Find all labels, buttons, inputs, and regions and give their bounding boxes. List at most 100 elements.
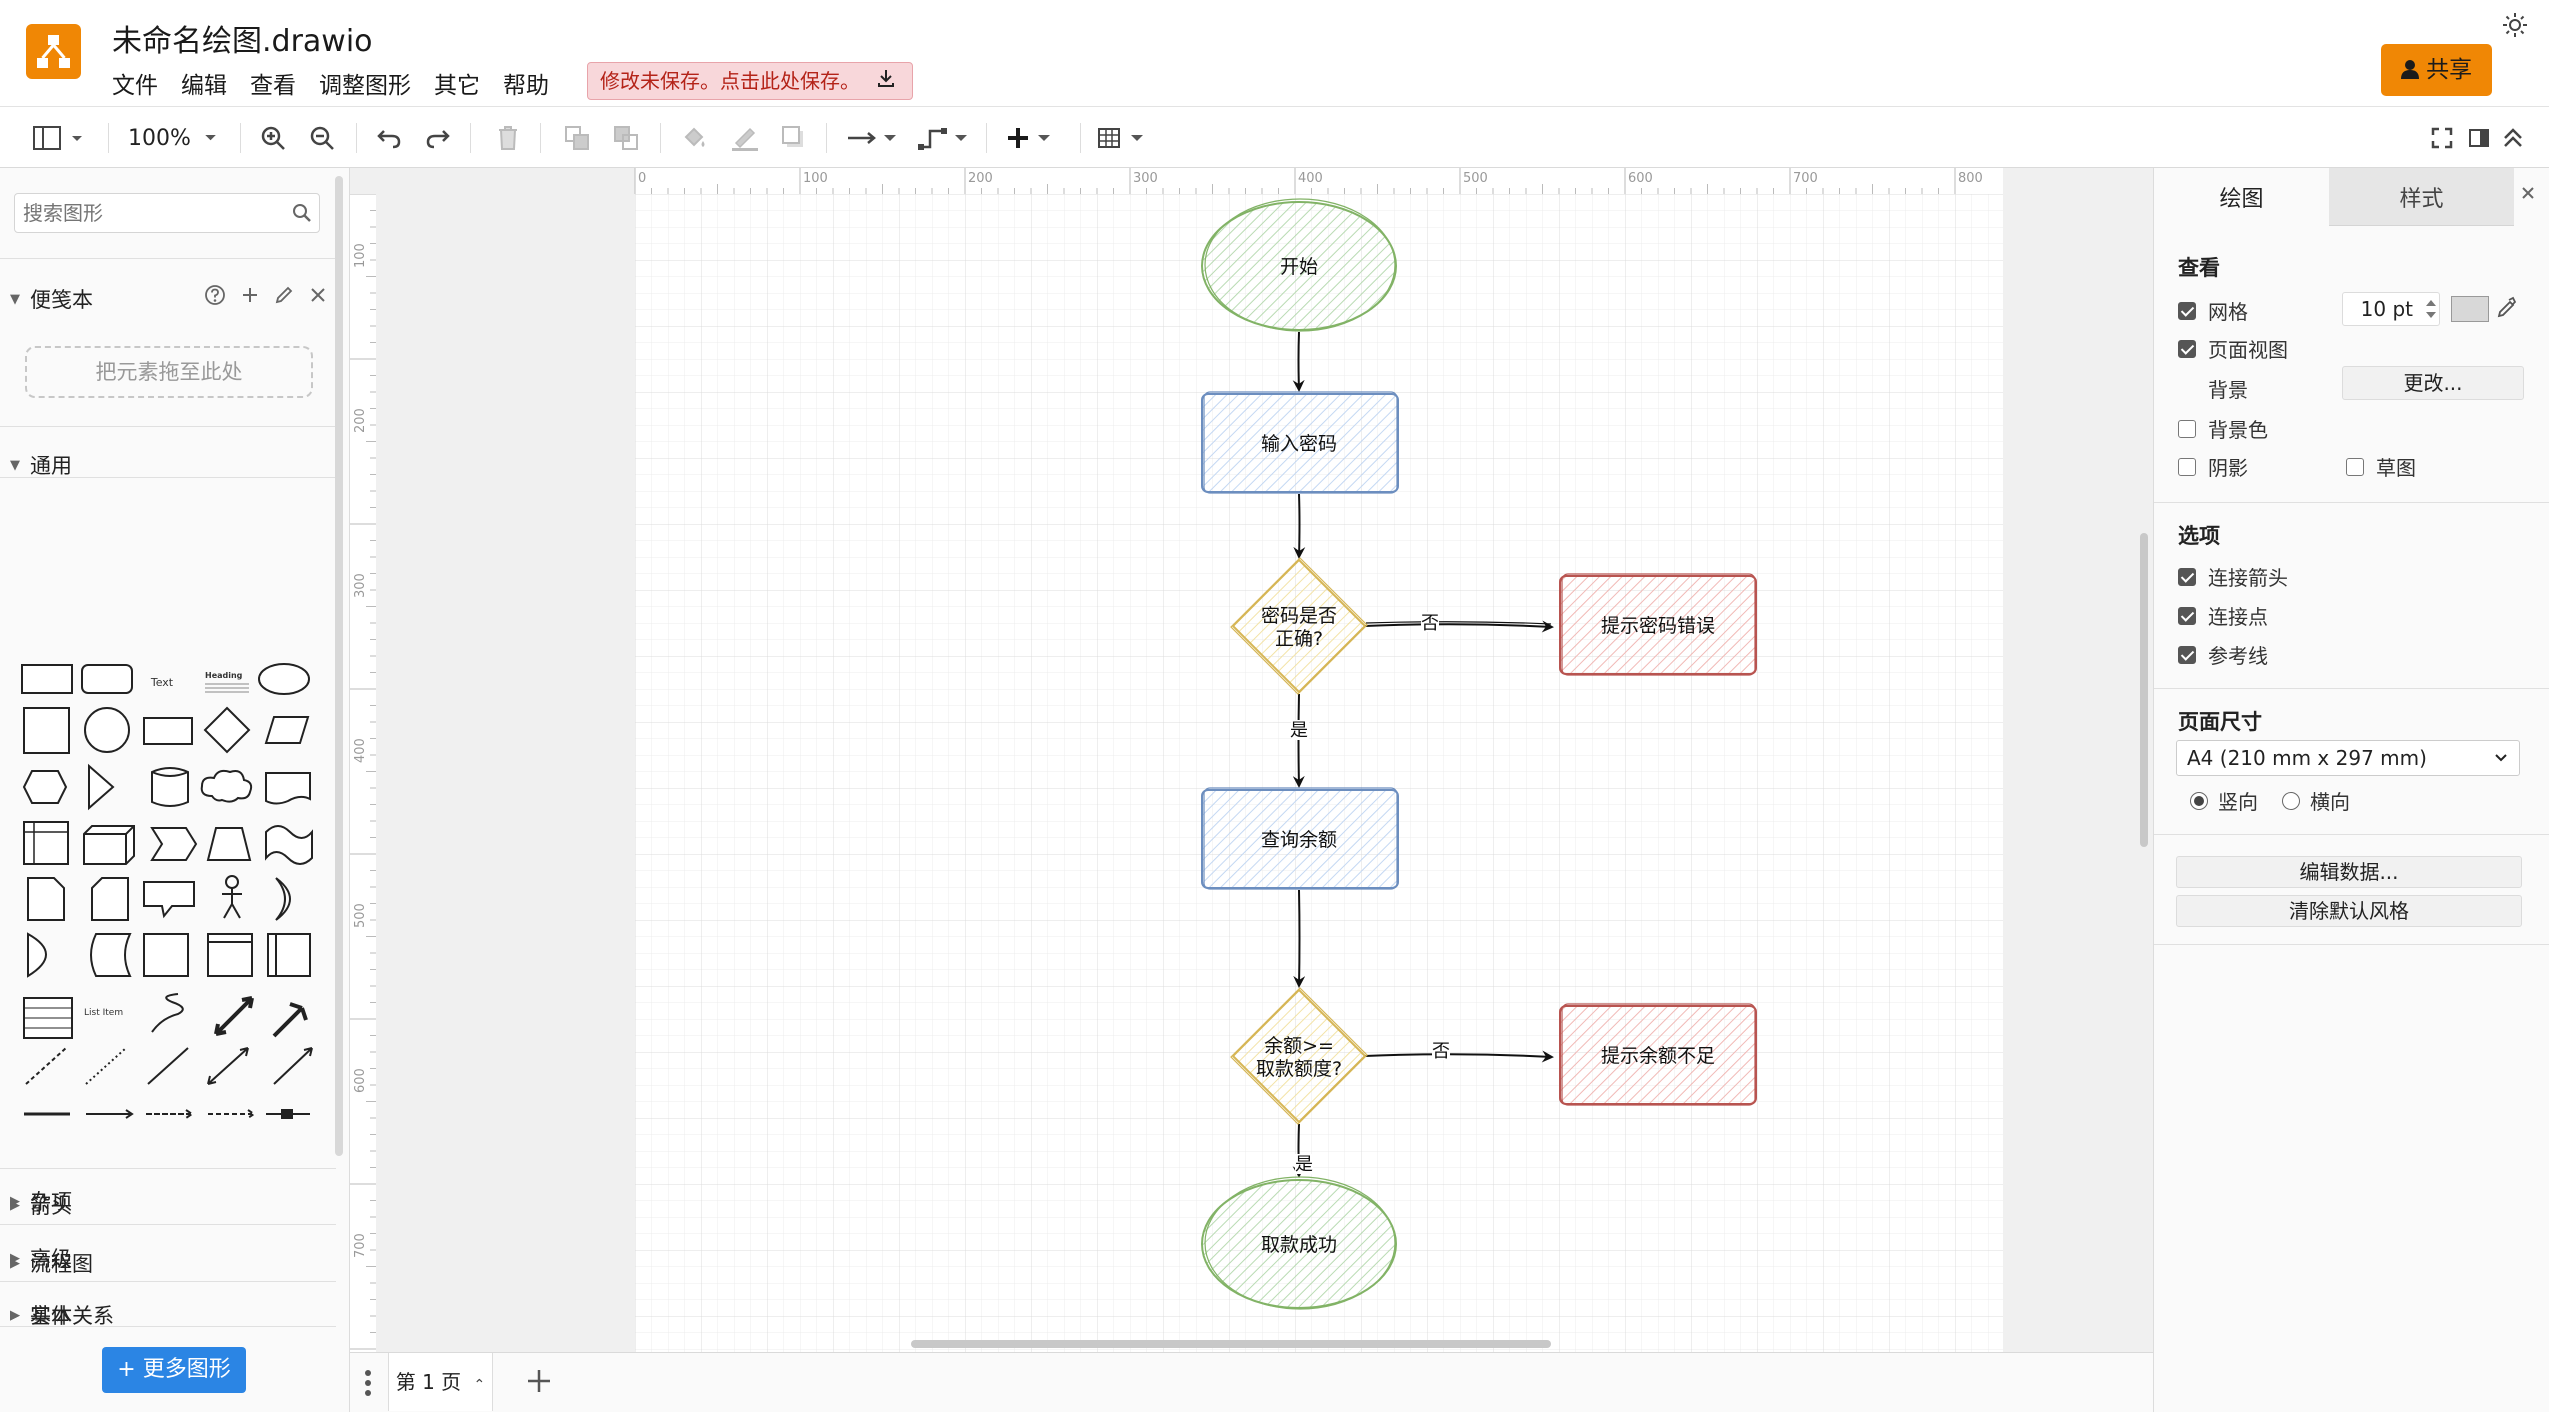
menu-view[interactable]: 查看	[250, 73, 296, 99]
shape-search-box[interactable]	[14, 193, 320, 233]
close-icon[interactable]	[308, 284, 328, 311]
to-front-icon[interactable]	[562, 119, 592, 157]
to-back-icon[interactable]	[611, 119, 641, 157]
card-shape	[91, 877, 129, 921]
general-section-header[interactable]: ▼ 通用	[10, 450, 72, 480]
document-title[interactable]: 未命名绘图.drawio	[112, 24, 373, 59]
add-page-icon[interactable]	[526, 1363, 552, 1403]
background-color-checkbox[interactable]	[2178, 419, 2196, 438]
share-button[interactable]: 共享	[2381, 44, 2492, 96]
undo-icon[interactable]	[374, 119, 404, 157]
category-basic[interactable]: ▶ 基本	[10, 1300, 72, 1330]
sketch-label: 草图	[2376, 456, 2416, 480]
scratchpad-drop-zone[interactable]: 把元素拖至此处	[25, 346, 313, 398]
portrait-label: 竖向	[2218, 790, 2258, 814]
password-check-label: 密码是否	[1261, 605, 1337, 627]
page-view-checkbox-row[interactable]: 页面视图	[2178, 334, 2288, 363]
grid-checkbox-row[interactable]: 网格	[2178, 296, 2248, 325]
close-icon[interactable]	[2520, 182, 2536, 207]
collapse-up-icon[interactable]	[2498, 119, 2528, 157]
help-icon[interactable]	[204, 284, 226, 311]
connection-arrows-checkbox[interactable]	[2178, 567, 2196, 586]
fill-color-icon[interactable]	[680, 119, 710, 157]
more-shapes-button[interactable]: + 更多图形	[102, 1347, 246, 1393]
portrait-radio-row[interactable]: 竖向	[2190, 786, 2258, 815]
drawio-logo-icon[interactable]	[26, 24, 81, 79]
eyedropper-icon[interactable]	[2495, 296, 2517, 325]
menu-file[interactable]: 文件	[112, 73, 158, 99]
search-icon[interactable]	[291, 202, 313, 229]
shadow-checkbox[interactable]	[2178, 457, 2196, 476]
sketch-checkbox[interactable]	[2346, 457, 2364, 476]
clear-default-style-button[interactable]: 清除默认风格	[2176, 895, 2522, 927]
fullscreen-icon[interactable]	[2427, 119, 2457, 157]
line-color-icon[interactable]	[728, 119, 762, 157]
chevron-up-icon[interactable]: ⌃	[473, 1377, 486, 1393]
diagram-page[interactable]: 开始 输入密码 密码是否 正确? 提示密码错误 查询余额 余额>= 取款额度? …	[635, 194, 2003, 1352]
table-icon[interactable]	[1097, 119, 1153, 157]
category-flowchart[interactable]: ▶ 流程图	[10, 1248, 93, 1278]
page-size-value: A4 (210 mm x 297 mm)	[2187, 746, 2427, 770]
unsaved-changes-banner[interactable]: 修改未保存。点击此处保存。	[587, 62, 913, 100]
format-panel-toggle-icon[interactable]	[32, 119, 90, 157]
shadow-checkbox-row[interactable]: 阴影	[2178, 452, 2248, 481]
sun-icon[interactable]	[2500, 10, 2530, 40]
grid-color-swatch[interactable]	[2451, 296, 2489, 322]
spinner-icon[interactable]	[2424, 294, 2438, 329]
app-header: 未命名绘图.drawio 文件 编辑 查看 调整图形 其它 帮助 修改未保存。点…	[0, 0, 2549, 106]
menu-arrange[interactable]: 调整图形	[319, 73, 411, 99]
category-advanced[interactable]: ▶ 高级	[10, 1243, 72, 1273]
more-vertical-icon[interactable]	[364, 1369, 372, 1399]
background-color-checkbox-row[interactable]: 背景色	[2178, 414, 2268, 443]
portrait-radio[interactable]	[2190, 791, 2208, 810]
insert-plus-icon[interactable]	[1006, 119, 1062, 157]
add-icon[interactable]	[240, 284, 260, 311]
chevron-down-icon: ▼	[10, 291, 20, 307]
menu-edit[interactable]: 编辑	[181, 73, 227, 99]
drawing-canvas[interactable]: 0 100 200 300 400 500 600 700 800 100 20…	[350, 168, 2153, 1352]
sidebar-scrollbar[interactable]	[335, 176, 343, 1156]
connection-style-icon[interactable]	[846, 119, 902, 157]
zoom-out-icon[interactable]	[307, 119, 337, 157]
menu-extras[interactable]: 其它	[434, 73, 480, 99]
directional-connector-shape	[273, 1047, 313, 1085]
ruler-label: 500	[353, 903, 368, 928]
landscape-radio-row[interactable]: 横向	[2282, 786, 2350, 815]
landscape-radio[interactable]	[2282, 791, 2300, 810]
guides-row[interactable]: 参考线	[2178, 640, 2268, 669]
tab-diagram[interactable]: 绘图	[2154, 168, 2329, 226]
dashed-line-shape	[25, 1047, 67, 1085]
category-arrows[interactable]: ▶ 箭头	[10, 1190, 72, 1220]
waypoints-icon[interactable]	[917, 119, 973, 157]
tab-style[interactable]: 样式	[2329, 168, 2514, 226]
page-view-checkbox[interactable]	[2178, 339, 2196, 358]
category-entity-relation[interactable]: ▶ 实体关系	[10, 1304, 114, 1326]
divider	[0, 1168, 336, 1169]
delete-icon[interactable]	[493, 119, 523, 157]
guides-checkbox[interactable]	[2178, 645, 2196, 664]
connection-arrows-row[interactable]: 连接箭头	[2178, 562, 2288, 591]
category-label: 流程图	[30, 1252, 93, 1276]
edit-pencil-icon[interactable]	[274, 284, 294, 311]
grid-size-input[interactable]: 10 pt	[2342, 292, 2440, 326]
category-misc[interactable]: ▶ 杂项	[10, 1186, 72, 1216]
zoom-level-dropdown[interactable]: 100%	[128, 119, 218, 157]
zoom-in-icon[interactable]	[258, 119, 288, 157]
connection-points-row[interactable]: 连接点	[2178, 601, 2268, 630]
connection-points-checkbox[interactable]	[2178, 606, 2196, 625]
sketch-checkbox-row[interactable]: 草图	[2346, 452, 2416, 481]
scratchpad-header[interactable]: ▼ 便笺本	[10, 284, 93, 314]
shape-search-input[interactable]	[23, 194, 283, 232]
page-tab[interactable]: 第 1 页 ⌃	[388, 1353, 493, 1411]
change-background-button[interactable]: 更改...	[2342, 366, 2524, 400]
page-size-select[interactable]: A4 (210 mm x 297 mm)	[2176, 740, 2520, 776]
menu-help[interactable]: 帮助	[503, 73, 549, 99]
horizontal-scrollbar[interactable]	[911, 1340, 1551, 1348]
redo-icon[interactable]	[423, 119, 453, 157]
vertical-scrollbar[interactable]	[2140, 533, 2148, 847]
shadow-icon[interactable]	[779, 119, 809, 157]
edit-data-button[interactable]: 编辑数据...	[2176, 856, 2522, 888]
format-panel-icon[interactable]	[2464, 119, 2494, 157]
grid-checkbox[interactable]	[2178, 301, 2196, 320]
balance-check-decision	[1230, 987, 1368, 1125]
